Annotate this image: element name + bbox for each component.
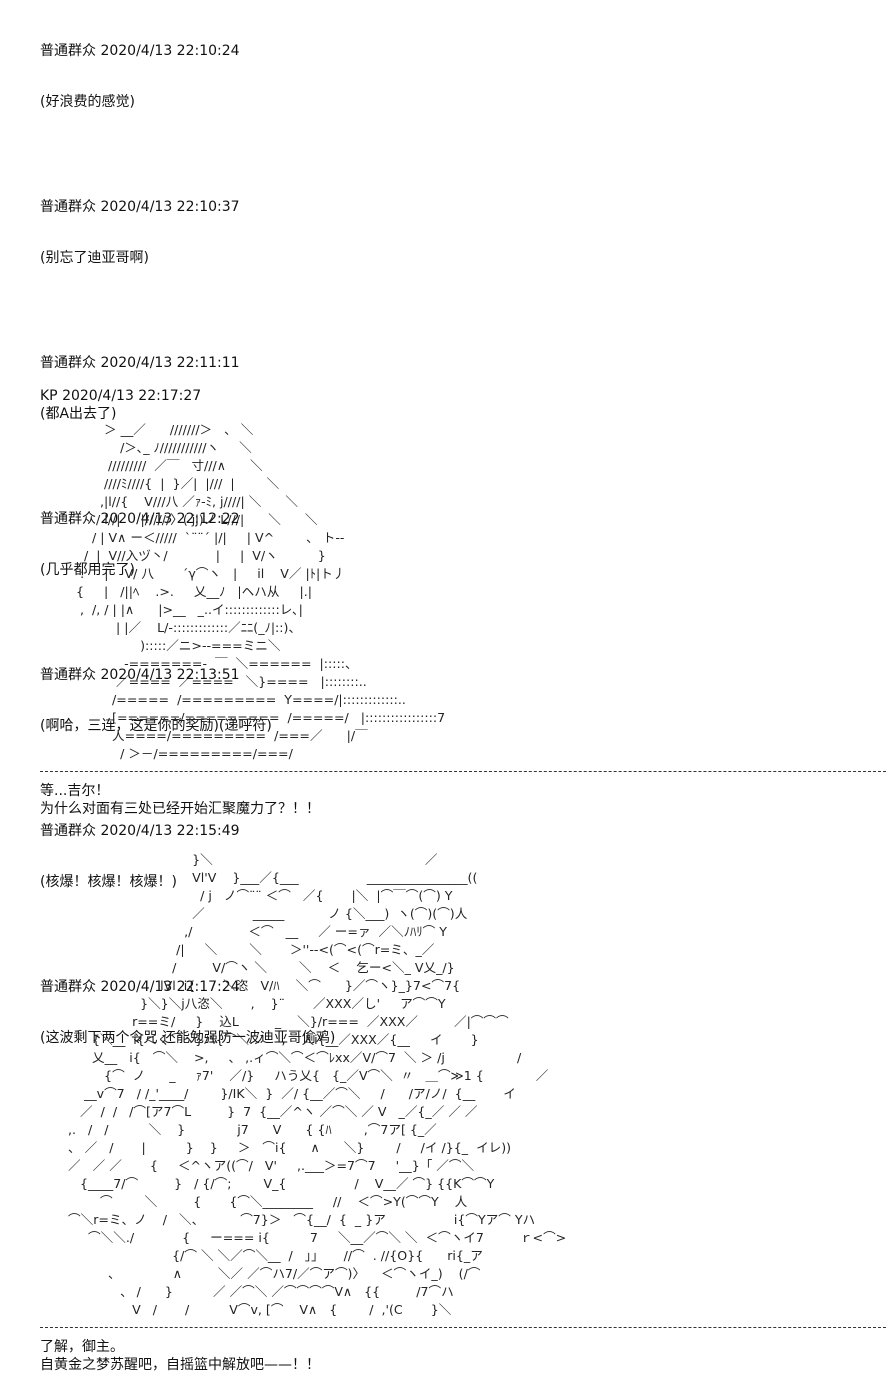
message-text: (啊哈，三连，这是你的奖励)(递呼符) [40,718,272,734]
kp-message-meta: KP 2020/4/13 22:17:27 [40,388,202,404]
ascii-art-scene: }＼ ／ Vl'V }___／{___ ________________(( /… [68,852,567,1317]
ascii-art-character: ＞ __／ ///////＞ 、 ＼ /＞､_ ﾉ///////////ヽ ＼ … [76,422,446,761]
divider [40,771,886,772]
message-meta: 普通群众 2020/4/13 22:13:51 [40,667,240,683]
message-text: (都A出去了) [40,406,117,422]
message-meta: 普通群众 2020/4/13 22:15:49 [40,823,240,839]
message-meta: 普通群众 2020/4/13 22:12:22 [40,511,240,527]
chat-message: 普通群众 2020/4/13 22:15:49 (核爆！核爆！核爆！) [40,789,335,925]
chat-message: 普通群众 2020/4/13 22:11:11 (都A出去了) [40,321,335,457]
message-text: (这波剩下两个令咒 还能勉强防一波迪亚哥偷鸡) [40,1030,336,1046]
chat-message: 普通群众 2020/4/13 22:10:37 (别忘了迪亚哥啊) [40,165,335,301]
message-meta: 普通群众 2020/4/13 22:11:11 [40,355,240,371]
chat-message: 普通群众 2020/4/13 22:12:22 (几乎都用完了) [40,477,335,613]
chat-log: 普通群众 2020/4/13 22:10:24 (好浪费的感觉) 普通群众 20… [40,9,335,1101]
chat-message: 普通群众 2020/4/13 22:17:24 (这波剩下两个令咒 还能勉强防一… [40,945,335,1081]
dialogue-text: 等...吉尔！ 为什么对面有三处已经开始汇聚魔力了？！！ [40,783,320,817]
message-meta: 普通群众 2020/4/13 22:10:37 [40,199,240,215]
message-text: (好浪费的感觉) [40,94,135,110]
divider [40,1327,886,1328]
chat-message: 普通群众 2020/4/13 22:10:24 (好浪费的感觉) [40,9,335,145]
message-meta: 普通群众 2020/4/13 22:10:24 [40,43,240,59]
dialogue-text: 了解，御主。 自黄金之梦苏醒吧，自摇篮中解放吧——！！ [40,1339,320,1373]
message-text: (别忘了迪亚哥啊) [40,250,149,266]
message-text: (几乎都用完了) [40,562,135,578]
message-text: (核爆！核爆！核爆！) [40,874,177,890]
chat-message: 普通群众 2020/4/13 22:13:51 (啊哈，三连，这是你的奖励)(递… [40,633,335,769]
message-meta: 普通群众 2020/4/13 22:17:24 [40,979,240,995]
